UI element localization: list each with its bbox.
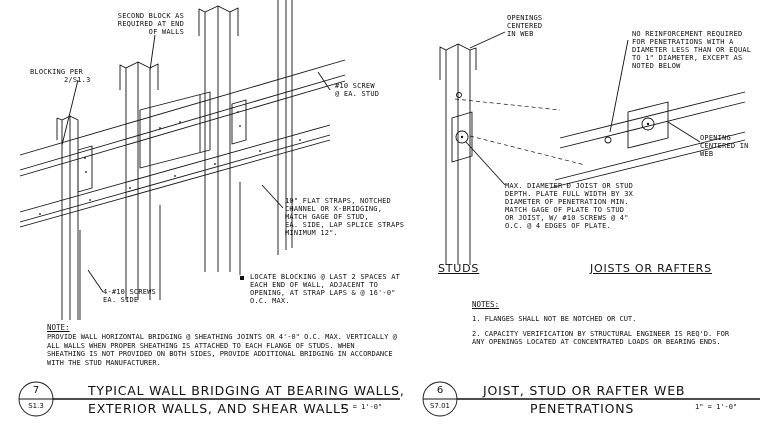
stud-penetration-drawing <box>439 43 586 265</box>
callout-screws-side: 4-#10 SCREWS EA. SIDE <box>103 288 156 304</box>
detail-number-6: 6 <box>436 385 444 396</box>
bullet-square-marker <box>240 276 244 280</box>
detail-sheet-ref-6: S7.01 <box>429 402 451 410</box>
notes-title: NOTES: <box>472 300 500 309</box>
stud-4 <box>277 0 293 255</box>
callout-blocking-per: BLOCKING PER 2/S1.3 <box>30 68 91 84</box>
detail-6-title-line1: JOIST, STUD OR RAFTER WEB <box>483 383 686 398</box>
notes-list: 1. FLANGES SHALL NOT BE NOTCHED OR CUT. … <box>472 315 730 346</box>
detail-7-scale: 1" = 1'-0" <box>340 403 383 411</box>
subtitle-studs: STUDS <box>438 262 480 275</box>
detail-6-title-line2: PENETRATIONS <box>530 401 635 416</box>
callout-max-diameter: MAX. DIAMETER Ð JOIST OR STUD DEPTH. PLA… <box>505 182 634 230</box>
stud-3 <box>198 5 239 272</box>
callout-openings-centered: OPENINGS CENTERED IN WEB <box>507 14 543 38</box>
detail-7-title-line1: TYPICAL WALL BRIDGING AT BEARING WALLS, <box>88 383 405 398</box>
callout-locate-blocking: LOCATE BLOCKING @ LAST 2 SPACES AT EACH … <box>250 273 401 305</box>
callout-screw-stud: #10 SCREW @ EA. STUD <box>335 82 380 98</box>
subtitle-joists-or-rafters: JOISTS OR RAFTERS <box>590 262 712 275</box>
detail-number-7: 7 <box>32 385 40 396</box>
wall-bridging-drawing <box>19 0 346 320</box>
callout-no-reinforcement: NO REINFORCEMENT REQUIRED FOR PENETRATIO… <box>632 30 752 70</box>
note-body: PROVIDE WALL HORIZONTAL BRIDGING @ SHEAT… <box>47 333 397 367</box>
joist-penetration-drawing <box>465 31 746 189</box>
detail-6-scale: 1" = 1'-0" <box>695 403 738 411</box>
callout-opening-centered: OPENING CENTERED IN WEB <box>700 134 749 158</box>
stud-1 <box>56 115 79 320</box>
detail-sheet-ref-7: S1.3 <box>28 402 44 410</box>
callout-second-block: SECOND BLOCK AS REQUIRED AT END OF WALLS <box>117 12 184 36</box>
note-title: NOTE: <box>47 323 70 332</box>
stud-2 <box>119 61 159 300</box>
callout-flat-straps: 10" FLAT STRAPS, NOTCHED CHANNEL OR X-BR… <box>285 197 405 237</box>
detail-7-title-line2: EXTERIOR WALLS, AND SHEAR WALLS <box>88 401 350 416</box>
